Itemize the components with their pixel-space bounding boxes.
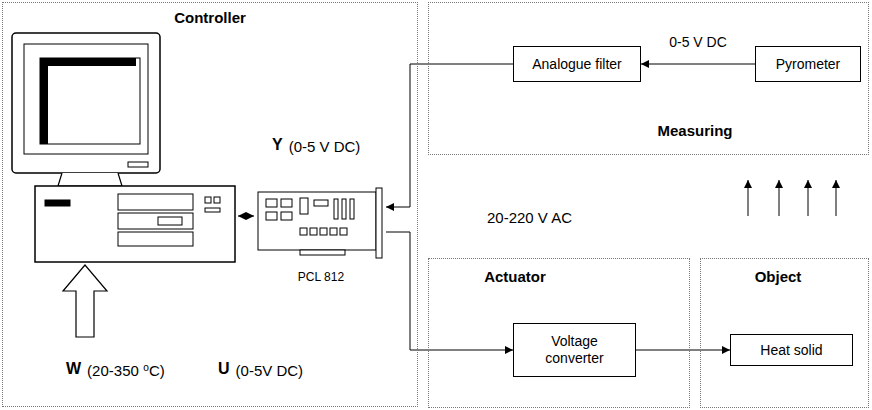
box-label: Heat solid [760, 342, 822, 359]
card-board [258, 192, 376, 250]
chip [314, 200, 328, 206]
chip [320, 228, 327, 235]
chip [266, 199, 277, 207]
chip [281, 199, 292, 207]
card-edge-connector [300, 250, 345, 255]
chip [266, 212, 277, 220]
pc-case [35, 186, 235, 262]
supply-range: 20-220 V AC [487, 209, 572, 226]
pc-led [205, 197, 211, 203]
box-label: Analogue filter [532, 56, 622, 73]
drive-bay [118, 194, 193, 210]
chip [334, 199, 338, 219]
signal-arrow [636, 350, 730, 351]
region-heading: Controller [174, 9, 246, 26]
monitor [12, 33, 160, 186]
screen-frame [44, 62, 136, 144]
signal-arrow [641, 64, 755, 65]
measuring-region: Measuring Analogue filter Pyrometer [428, 2, 869, 155]
heat-arrow [836, 180, 837, 216]
signal-arrow [386, 64, 513, 207]
region-heading: Object [755, 268, 802, 285]
pcl-card [258, 188, 382, 258]
drive-slot [158, 217, 182, 225]
object-region: ObjectHeat solid [700, 258, 869, 408]
io-card: PCL 812 [256, 188, 386, 288]
monitor-screen [40, 58, 140, 144]
chip [310, 228, 317, 235]
edge-label: 0-5 V DC [667, 34, 729, 50]
bus-arrow [238, 216, 254, 217]
monitor-stand [58, 173, 122, 186]
chip [281, 212, 292, 220]
heat-arrow [808, 180, 809, 216]
pyrometer-box: Pyrometer [755, 46, 861, 82]
pc-slot [45, 200, 70, 206]
signal-range: (0-5 V DC) [289, 138, 361, 155]
card-label: PCL 812 [256, 270, 386, 284]
drive-bay [118, 232, 193, 246]
signal-arrow [386, 232, 513, 350]
chip [330, 228, 337, 235]
controller-region: ControllerPCL 812 [2, 2, 418, 407]
chip [350, 199, 354, 219]
heat-arrow [748, 180, 749, 216]
filter-box: Analogue filter [513, 46, 641, 82]
box-label: Voltage converter [530, 333, 620, 367]
drive-bay [118, 213, 193, 229]
pc-button [205, 208, 220, 212]
pc-body [35, 186, 235, 262]
setpoint-range: (20-350 ⁰C) [87, 362, 165, 380]
actuator-region: ActuatorVoltage converter [428, 258, 690, 408]
card-bracket [376, 188, 382, 258]
chip [300, 198, 308, 214]
signal-name: W [66, 360, 81, 378]
converter-box: Voltage converter [513, 323, 636, 377]
setpoint-arrow [63, 265, 107, 337]
box-label: Pyrometer [776, 56, 841, 73]
chip [300, 228, 307, 235]
monitor-button [128, 162, 148, 167]
monitor-case [12, 33, 160, 173]
heat-arrows [748, 180, 836, 216]
region-heading: Actuator [484, 268, 546, 285]
signal-range: (0-5V DC) [236, 362, 304, 379]
signal-name: U [218, 360, 230, 378]
chip [340, 228, 347, 235]
region-heading: Measuring [657, 122, 732, 139]
chip [342, 199, 346, 219]
heat-arrow [779, 180, 780, 216]
pc-led [214, 197, 220, 203]
heat-solid-box: Heat solid [730, 334, 853, 366]
signal-name: Y [272, 136, 283, 154]
monitor-bezel [24, 44, 148, 154]
